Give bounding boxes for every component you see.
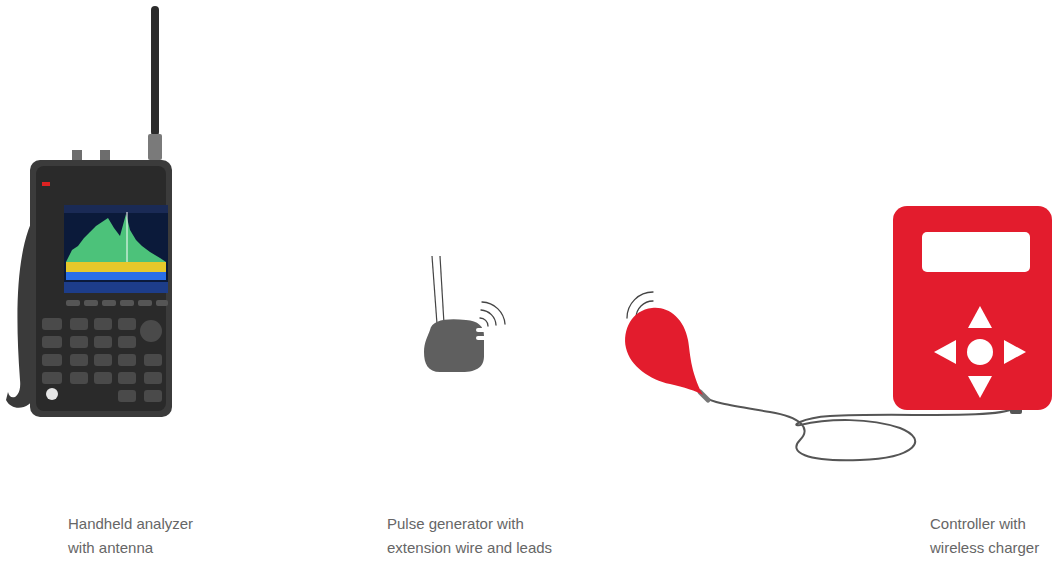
screen	[64, 205, 168, 293]
power-button	[46, 388, 58, 400]
wireless-charger	[625, 308, 703, 395]
handheld-analyzer	[6, 6, 172, 417]
controller-set	[625, 206, 1052, 460]
screen-bar	[64, 205, 168, 213]
lead-wire	[440, 256, 444, 324]
spectrum-trace	[66, 214, 166, 262]
caption: Handheld analyzer with antenna	[68, 512, 203, 560]
lead-wire	[432, 256, 437, 324]
analyzer-body	[30, 160, 172, 417]
marker-line	[127, 212, 128, 262]
header-detail	[476, 336, 486, 340]
wireless-waves	[480, 302, 505, 326]
generator-housing	[424, 319, 484, 372]
waterfall	[66, 262, 166, 272]
waterfall	[66, 272, 166, 280]
header-detail	[476, 328, 486, 332]
caption: Pulse generator with extension wire and …	[387, 512, 559, 560]
caption: Controller with wireless charger	[930, 512, 1052, 560]
brand-mark	[42, 182, 50, 186]
screen-softkeys	[64, 282, 168, 293]
controller-body	[893, 206, 1052, 410]
direction-pad	[934, 306, 1026, 398]
softkey-row	[66, 300, 168, 306]
pulse-generator	[424, 256, 505, 372]
keypad	[42, 318, 162, 402]
controller-display	[922, 232, 1030, 272]
antenna	[151, 6, 159, 136]
antenna-connector	[148, 134, 162, 160]
rotary-knob	[140, 320, 162, 342]
